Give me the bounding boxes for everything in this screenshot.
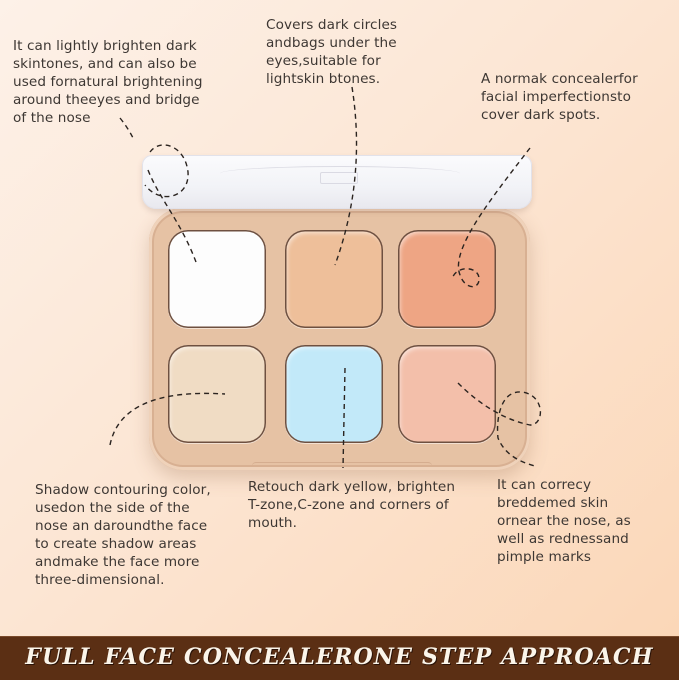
annotation-coral-pan: A normak concealerfor facial imperfectio… (481, 70, 638, 124)
annotation-line: cover dark spots. (481, 107, 601, 123)
palette-notch (252, 462, 432, 471)
annotation-line: to create shadow areas (35, 536, 197, 552)
annotation-line: It can lightly brighten dark (13, 38, 197, 54)
annotation-line: A normak concealerfor (481, 71, 638, 87)
annotation-line: ornear the nose, as (497, 513, 631, 529)
pan-cream-beige (168, 345, 266, 443)
annotation-line: mouth. (248, 515, 298, 531)
annotation-blue-pan: Retouch dark yellow, brighten T-zone,C-z… (248, 478, 455, 532)
annotation-line: Retouch dark yellow, brighten (248, 479, 456, 495)
annotation-line: Covers dark circles (266, 17, 398, 33)
bottom-banner: FULL FACE CONCEALERONE STEP APPROACH (0, 636, 679, 680)
annotation-line: of the nose (13, 110, 91, 126)
annotation-line: skintones, and can also be (13, 56, 197, 72)
banner-title: FULL FACE CONCEALERONE STEP APPROACH (25, 644, 654, 670)
annotation-line: eyes,suitable for (266, 53, 381, 69)
annotation-line: pimple marks (497, 549, 592, 565)
annotation-line: nose an daroundthe face (35, 518, 208, 534)
annotation-line: three-dimensional. (35, 572, 165, 588)
annotation-line: around theeyes and bridge (13, 92, 200, 108)
annotation-pink-pan: It can correcy breddemed skin ornear the… (497, 476, 631, 566)
annotation-line: It can correcy (497, 477, 592, 493)
annotation-line: lightskin btones. (266, 71, 381, 87)
annotation-line: usedon the side of the (35, 500, 190, 516)
annotation-cream-pan: Shadow contouring color, usedon the side… (35, 481, 211, 589)
pan-light-peach (285, 230, 383, 328)
annotation-line: facial imperfectionsto (481, 89, 631, 105)
pan-white (168, 230, 266, 328)
pan-orange-coral (398, 230, 496, 328)
annotation-line: andmake the face more (35, 554, 200, 570)
pan-pink (398, 345, 496, 443)
annotation-line: breddemed skin (497, 495, 609, 511)
annotation-white-pan: It can lightly brighten dark skintones, … (13, 37, 203, 127)
annotation-peach-pan: Covers dark circles andbags under the ey… (266, 16, 397, 88)
annotation-line: andbags under the (266, 35, 397, 51)
annotation-line: Shadow contouring color, (35, 482, 211, 498)
annotation-line: used fornatural brightening (13, 74, 203, 90)
pan-light-blue (285, 345, 383, 443)
annotation-line: well as rednessand (497, 531, 629, 547)
lid-logo (320, 172, 358, 184)
annotation-line: T-zone,C-zone and corners of (248, 497, 449, 513)
